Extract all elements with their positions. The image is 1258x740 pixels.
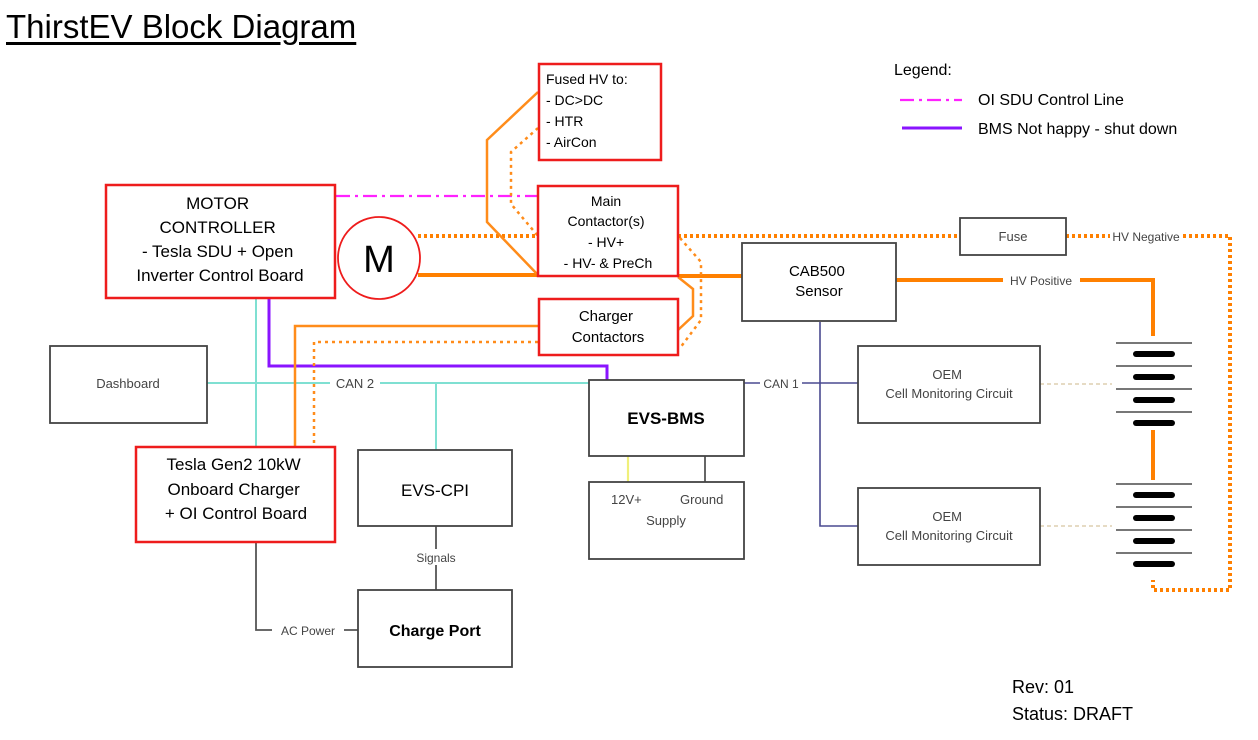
svg-text:Charger Contactors: Charger Contactors <box>572 308 645 346</box>
charger-contactors-line: Charger <box>579 308 633 325</box>
supply-block[interactable]: 12V+ Ground Supply <box>588 481 745 560</box>
svg-text:OEM Cell Monitoring Circ: OEM Cell Monitoring Circuit <box>885 509 1013 543</box>
onboard-charger-line: Tesla Gen2 10kW <box>167 455 301 474</box>
svg-text:CAB500 Sensor: CAB500 Sensor <box>789 263 849 300</box>
charge-port-block[interactable]: Charge Port <box>357 589 513 668</box>
dashboard-label: Dashboard <box>96 376 160 391</box>
motor-symbol[interactable]: M <box>337 216 421 300</box>
motor-controller-block[interactable]: MOTOR CONTROLLER - Tesla SDU + Open Inve… <box>104 183 337 300</box>
oem-cmc-2-line: OEM <box>932 509 962 524</box>
signals-label: Signals <box>416 551 455 565</box>
connection-labels: HV Negative HV Positive CAN 2 CAN 1 Sign… <box>272 228 1183 638</box>
motor-controller-line: CONTROLLER <box>160 218 276 237</box>
supply-12v-label: 12V+ <box>611 492 642 507</box>
evs-bms-block[interactable]: EVS-BMS <box>588 379 745 457</box>
hv-positive-line-b <box>1080 278 1155 336</box>
status-label: Status: DRAFT <box>1012 704 1133 724</box>
fused-hv-block[interactable]: Fused HV to: - DC>DC - HTR - AirCon <box>537 62 663 162</box>
charger-hv-negative <box>312 340 538 447</box>
oem-cmc-2-block[interactable]: OEM Cell Monitoring Circuit <box>857 487 1041 566</box>
fuse-label: Fuse <box>999 229 1028 244</box>
motor-controller-line: Inverter Control Board <box>136 266 303 285</box>
bms-shutdown-line <box>267 298 609 380</box>
supply-label: Supply <box>646 513 686 528</box>
charger-contactor-return <box>679 237 703 349</box>
fused-hv-line: - HTR <box>546 113 583 129</box>
hv-negative-line-b <box>1151 234 1232 592</box>
motor-controller-line: MOTOR <box>186 194 249 213</box>
dashboard-block[interactable]: Dashboard <box>49 345 208 424</box>
onboard-charger-line: + OI Control Board <box>165 504 307 523</box>
svg-text:OEM Cell Monitoring Circ: OEM Cell Monitoring Circuit <box>885 367 1013 401</box>
svg-text:Tesla Gen2 10kW Onboard: Tesla Gen2 10kW Onboard Charger + OI Con… <box>165 455 307 523</box>
legend-bms-label: BMS Not happy - shut down <box>978 121 1177 138</box>
oem-cmc-1-block[interactable]: OEM Cell Monitoring Circuit <box>857 345 1041 424</box>
revision-label: Rev: 01 <box>1012 677 1074 697</box>
oem-cmc-1-line: Cell Monitoring Circuit <box>885 386 1013 401</box>
svg-text:MOTOR CONTROLLER -: MOTOR CONTROLLER - Tesla SDU + Open Inve… <box>136 194 303 285</box>
fuse-block[interactable]: Fuse <box>959 217 1067 256</box>
ac-power-line <box>255 542 358 631</box>
charger-contactors-block[interactable]: Charger Contactors <box>537 297 680 357</box>
legend: Legend: OI SDU Control Line BMS Not happ… <box>894 62 1177 138</box>
main-contactors-line: - HV+ <box>588 234 624 250</box>
oem-cmc-1-line: OEM <box>932 367 962 382</box>
evs-cpi-label: EVS-CPI <box>401 481 469 500</box>
cab500-line: Sensor <box>795 283 843 300</box>
main-contactors-line: Contactor(s) <box>568 213 645 229</box>
main-contactors-line: Main <box>591 193 621 209</box>
supply-ground-label: Ground <box>680 492 723 507</box>
hv-negative-label: HV Negative <box>1112 230 1180 244</box>
page-title: ThirstEV Block Diagram <box>6 8 357 45</box>
fused-hv-feed <box>485 91 539 276</box>
motor-label: M <box>363 239 395 281</box>
evs-bms-label: EVS-BMS <box>627 409 704 428</box>
revision-info: Rev: 01 Status: DRAFT <box>1012 677 1133 724</box>
evs-cpi-block[interactable]: EVS-CPI <box>357 449 513 527</box>
battery-stack-2 <box>1116 483 1192 567</box>
cab500-sensor-block[interactable]: CAB500 Sensor <box>741 242 897 322</box>
charge-port-label: Charge Port <box>389 623 481 640</box>
onboard-charger-block[interactable]: Tesla Gen2 10kW Onboard Charger + OI Con… <box>134 445 337 544</box>
cab500-line: CAB500 <box>789 263 845 280</box>
onboard-charger-line: Onboard Charger <box>167 480 300 499</box>
charger-contactor-feed <box>677 276 695 331</box>
svg-text:Fused HV to: - DC>DC: Fused HV to: - DC>DC - HTR - AirCon <box>546 71 632 150</box>
oem-cmc-2-line: Cell Monitoring Circuit <box>885 528 1013 543</box>
fused-hv-return <box>509 127 539 237</box>
can1-cab500-cmc2 <box>819 322 858 527</box>
can2-label: CAN 2 <box>336 376 374 391</box>
charger-contactors-line: Contactors <box>572 329 645 346</box>
fused-hv-line: - DC>DC <box>546 92 603 108</box>
can1-label: CAN 1 <box>763 377 799 391</box>
main-contactors-block[interactable]: Main Contactor(s) - HV+ - HV- & PreCh <box>536 184 680 278</box>
fused-hv-line: Fused HV to: <box>546 71 628 87</box>
ac-power-label: AC Power <box>281 624 335 638</box>
charger-hv-positive <box>293 324 538 447</box>
legend-sdu-label: OI SDU Control Line <box>978 92 1124 109</box>
hv-positive-label: HV Positive <box>1010 274 1072 288</box>
legend-heading: Legend: <box>894 62 952 79</box>
battery-pack <box>1116 342 1192 567</box>
fused-hv-line: - AirCon <box>546 134 597 150</box>
motor-controller-line: - Tesla SDU + Open <box>142 242 293 261</box>
battery-stack-1 <box>1116 342 1192 426</box>
main-contactors-line: - HV- & PreCh <box>564 255 653 271</box>
svg-text:Main Contactor(s): Main Contactor(s) - HV+ - HV- & PreCh <box>564 193 653 271</box>
